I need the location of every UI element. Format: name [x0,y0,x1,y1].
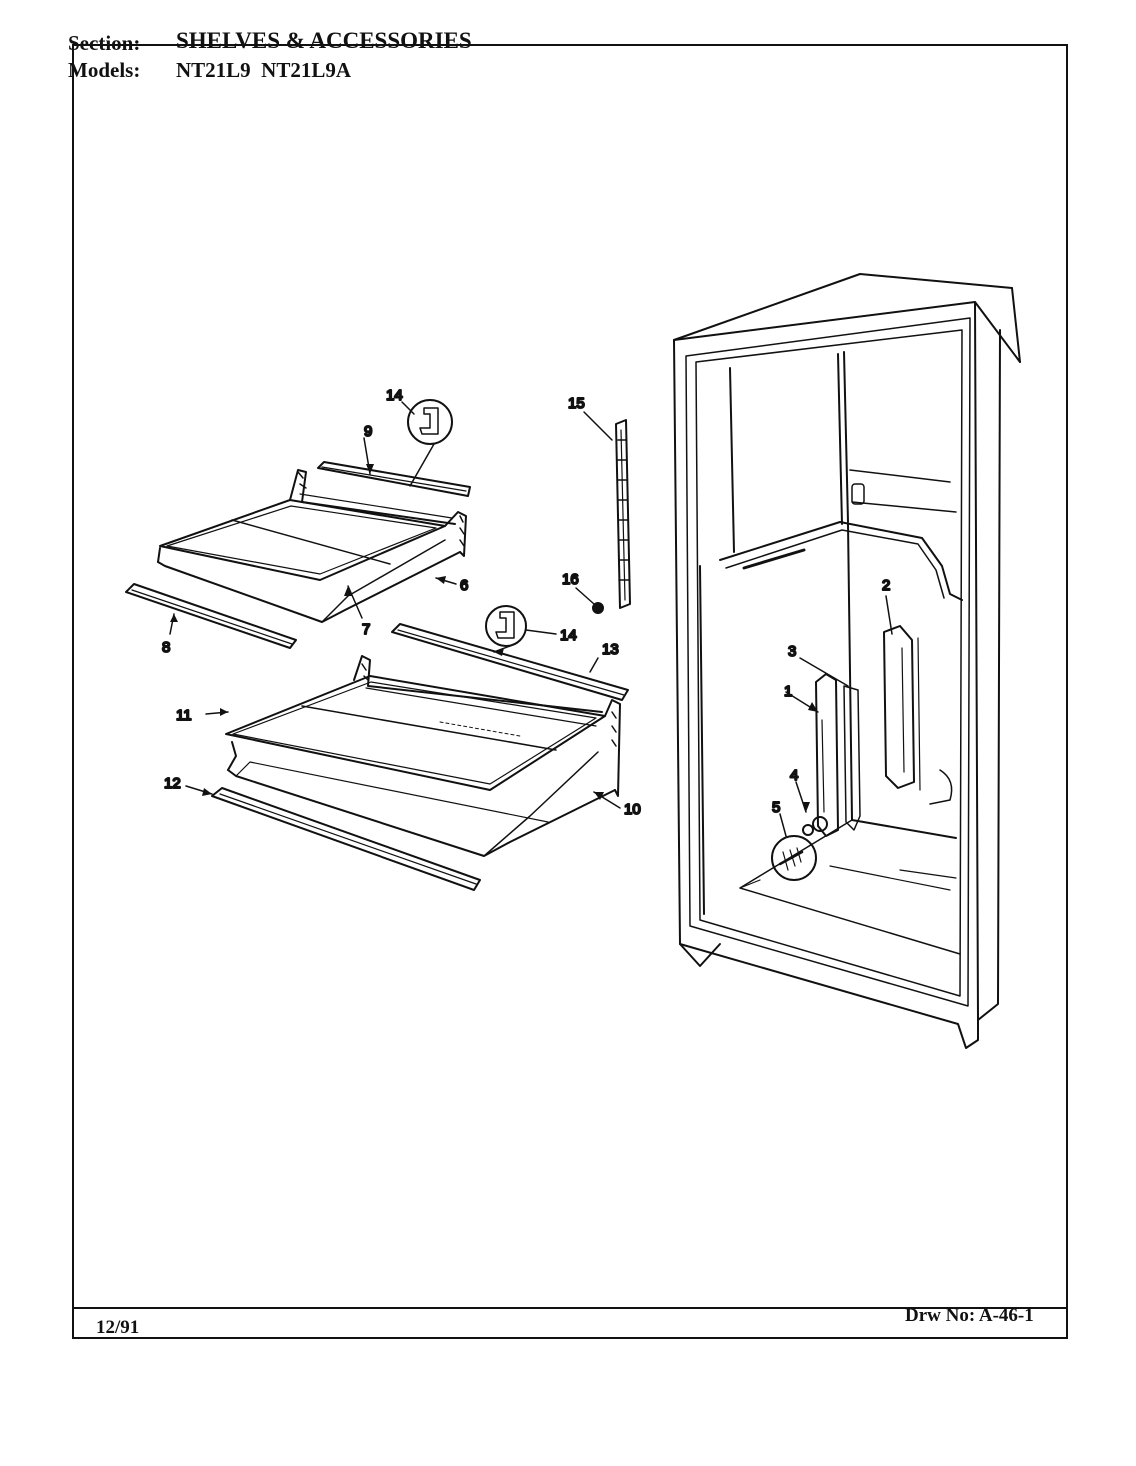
models-list: NT21L9 NT21L9A [176,58,352,82]
upper-shelf [157,469,467,623]
leader-arrowheads [170,464,818,812]
shelf-support-rail [615,419,631,609]
callout-1: 1 [784,683,792,700]
models-label: Models: [68,58,141,82]
callout-15: 15 [568,395,585,412]
callout-12: 12 [164,775,181,792]
callout-16: 16 [562,571,579,588]
section-label: Section: [68,31,141,55]
callout-13: 13 [602,641,619,658]
upper-shelf-rear-trim [317,461,471,497]
footer-divider [72,1307,1068,1309]
drawing-frame [72,44,1068,1339]
section-title: SHELVES & ACCESSORIES [176,28,472,53]
callout-11: 11 [176,707,192,724]
callout-7: 7 [362,621,370,638]
drawing-number: Drw No: A-46-1 [905,1305,1034,1326]
leader-lines [169,401,893,837]
callout-9: 9 [364,423,372,440]
drawing-date: 12/91 [96,1317,140,1338]
rail-screw [592,602,604,614]
callout-4: 4 [790,767,798,784]
lower-shelf [225,655,621,857]
callout-8: 8 [162,639,170,656]
callout-14-upper: 14 [386,387,403,404]
callout-10: 10 [624,801,641,818]
callout-5: 5 [772,799,780,816]
shelf-clip-detail-upper [407,399,453,445]
callout-6: 6 [460,577,468,594]
callout-3: 3 [788,643,796,660]
upper-shelf-front-trim [125,583,297,649]
callout-2: 2 [882,577,890,594]
lower-shelf-front-trim [211,787,481,891]
refrigerator-cabinet [673,273,1021,1049]
shelf-clip-detail-lower [485,605,527,647]
callout-14-lower: 14 [560,627,577,644]
lower-shelf-rear-trim [391,623,629,701]
